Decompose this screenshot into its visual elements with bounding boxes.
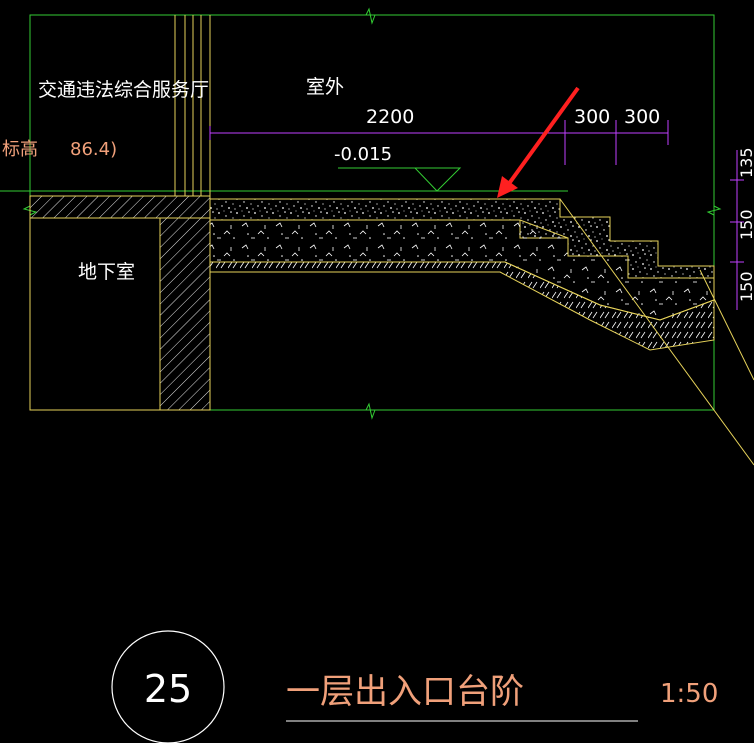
basement-wall <box>159 217 211 411</box>
detail-scale: 1:50 <box>660 679 718 709</box>
elevation-value-label: 86.4) <box>70 139 117 160</box>
slope-line <box>559 198 754 466</box>
dimension-150-a: 150 <box>737 209 754 240</box>
red-pointer-arrow <box>506 86 580 187</box>
basement-label: 地下室 <box>78 261 135 283</box>
building-wall-lines <box>174 15 211 196</box>
elevation-prefix-label: 标高 <box>2 139 38 160</box>
detail-number: 25 <box>144 667 192 711</box>
basement-roof-slab <box>29 195 211 219</box>
break-mark-bottom <box>365 402 376 420</box>
dimension-150-b: 150 <box>737 271 754 302</box>
dimension-lines <box>209 120 744 310</box>
detail-title: 一层出入口台阶 <box>286 672 524 712</box>
building-name-label: 交通违法综合服务厅 <box>38 79 209 101</box>
break-mark-right <box>706 205 722 216</box>
detail-number-circle <box>111 630 225 743</box>
level-value-label: -0.015 <box>334 144 392 165</box>
break-mark-top <box>365 7 376 25</box>
dimension-300-b: 300 <box>624 106 660 128</box>
dimension-2200: 2200 <box>366 106 414 128</box>
dimension-135: 135 <box>737 147 754 178</box>
dimension-300-a: 300 <box>574 106 610 128</box>
outdoor-label: 室外 <box>306 76 344 98</box>
red-arrow-head <box>497 176 518 198</box>
slope-line-2 <box>699 269 754 381</box>
basement-room <box>29 217 161 411</box>
level-mark-triangle <box>413 167 462 192</box>
